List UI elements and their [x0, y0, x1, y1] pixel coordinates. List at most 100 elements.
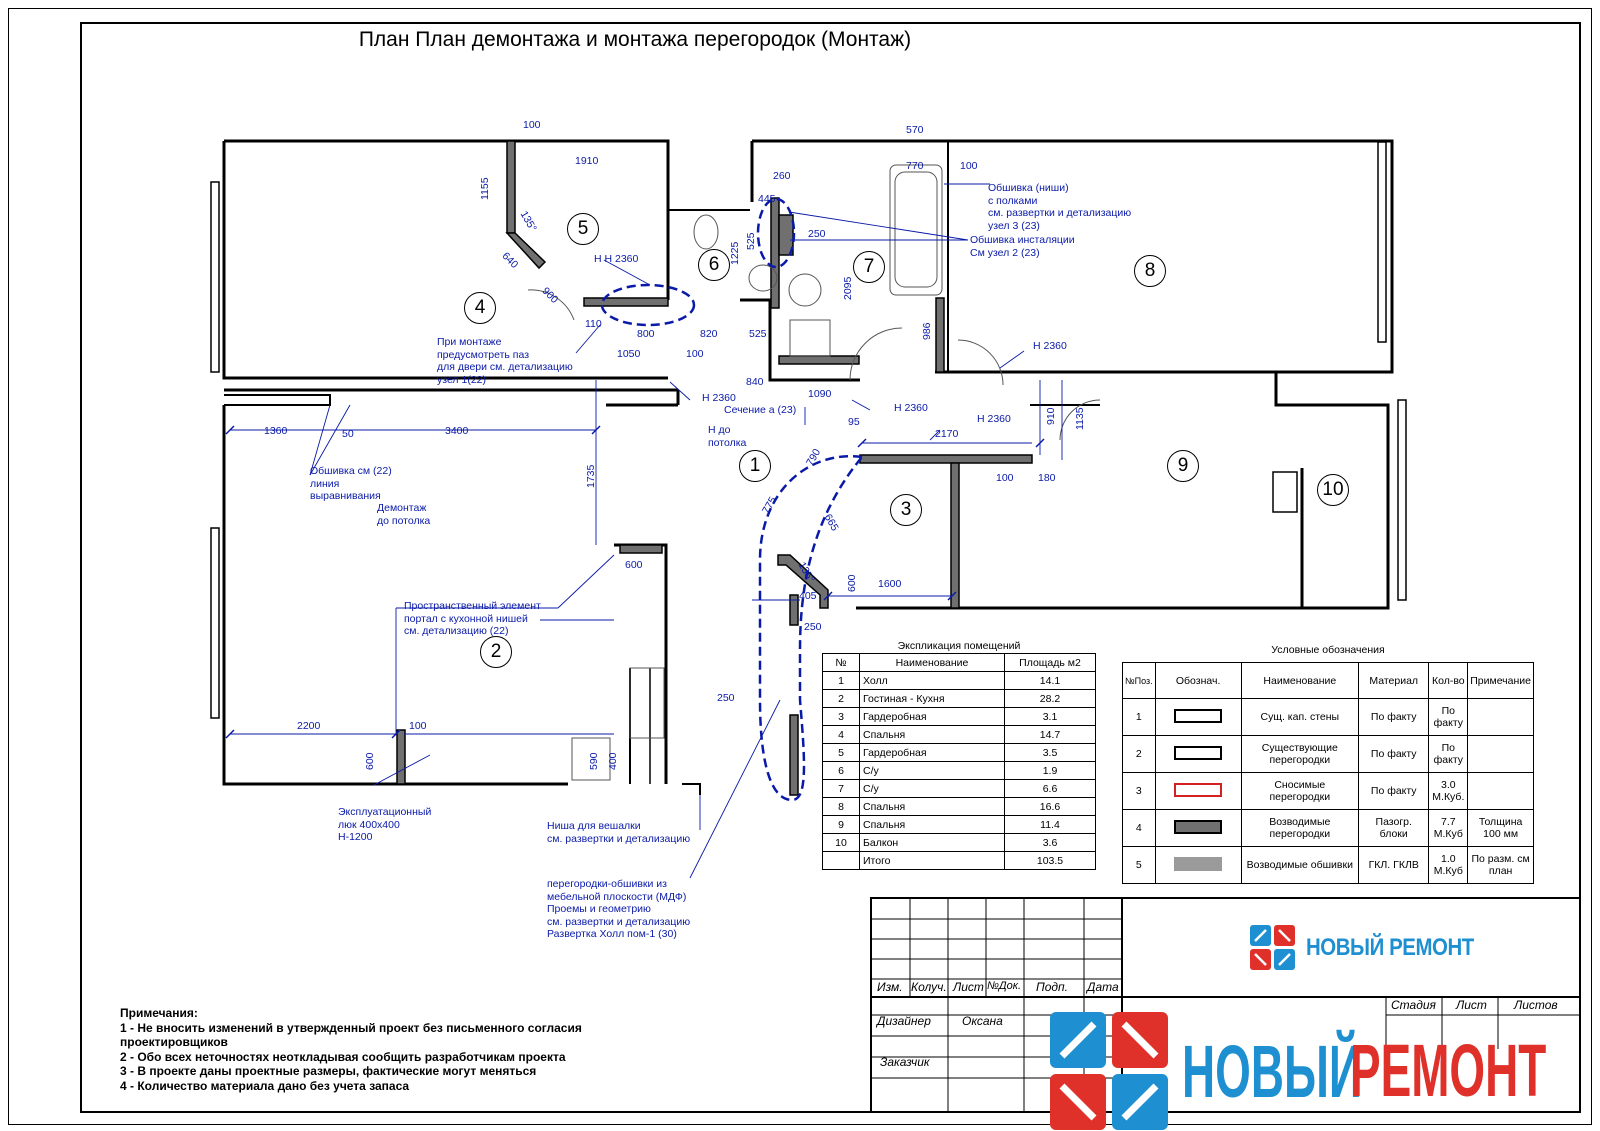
table-cell-area: 14.1 — [1004, 671, 1096, 690]
toilet — [693, 214, 719, 250]
kitchen-sink — [571, 737, 611, 781]
stamp-col-label: Лист — [953, 980, 984, 994]
legend-qty: По факту — [1428, 698, 1469, 736]
dim-label: 95 — [848, 416, 860, 428]
wall — [740, 298, 860, 382]
dim-label: 100 — [960, 160, 978, 172]
room-number-1: 1 — [739, 450, 771, 482]
sheets-label: Листов — [1514, 998, 1558, 1012]
dim-label: 100 — [996, 472, 1014, 484]
new-partition — [950, 462, 960, 609]
column-header: Наименование — [1240, 662, 1360, 699]
legend-pos: 5 — [1122, 846, 1156, 884]
column-header: Материал — [1358, 662, 1430, 699]
table-cell-num: 6 — [822, 761, 860, 780]
alignment-cladding-note: Обшивка см (22)линия выравнивания — [310, 465, 392, 502]
stamp-col-label: Подп. — [1036, 980, 1068, 994]
column-header: Кол-во — [1428, 662, 1469, 699]
legend-material: По факту — [1358, 735, 1430, 773]
brand-logo-icon — [1250, 925, 1295, 970]
dim-label: 820 — [700, 328, 718, 340]
room-number-9: 9 — [1167, 450, 1199, 482]
table-cell-num: 5 — [822, 743, 860, 762]
dim-label: 770 — [906, 160, 924, 172]
table-cell-name: Спальня — [859, 797, 1005, 816]
total-value: 103.5 — [1004, 851, 1096, 870]
legend-name: Возводимые перегородки — [1240, 809, 1360, 847]
room-number-3: 3 — [890, 494, 922, 526]
dim-label: 590 — [588, 752, 600, 770]
wall — [614, 543, 668, 784]
legend-name: Сносимые перегородки — [1240, 772, 1360, 810]
table-cell-area: 3.5 — [1004, 743, 1096, 762]
new-partition — [777, 554, 829, 609]
brand-watermark: НОВЫЙ РЕМОНТ — [1050, 1012, 1546, 1130]
dim-label: 3400 — [445, 425, 469, 437]
legend-swatch-box — [1174, 819, 1223, 834]
new-partition — [789, 594, 799, 626]
legend-note — [1467, 698, 1534, 736]
dim-label: 600 — [625, 559, 643, 571]
note-item: 3 - В проекте даны проектные размеры, фа… — [120, 1064, 537, 1078]
room-number-5: 5 — [567, 213, 599, 245]
new-partition — [506, 140, 516, 234]
stamp-col-label: Колуч. — [911, 980, 947, 994]
table-cell-area: 14.7 — [1004, 725, 1096, 744]
fridge — [629, 667, 665, 739]
table-cell-name: Балкон — [859, 833, 1005, 852]
table-cell-num: 10 — [822, 833, 860, 852]
door-swing — [957, 339, 1004, 386]
dim-label: 110 — [585, 318, 602, 330]
sink — [748, 264, 778, 292]
room-number-6: 6 — [698, 249, 730, 281]
column-header: Примечание — [1467, 662, 1534, 699]
legend-table: Условные обозначения №Поз. Обознач. Наим… — [1122, 638, 1534, 884]
door-swing — [849, 327, 903, 381]
table-cell-name: Спальня — [859, 725, 1005, 744]
designer-name: Оксана — [962, 1014, 1003, 1028]
height-note: Н Н 2360 — [594, 253, 639, 265]
new-partition — [770, 197, 780, 309]
stamp-col-label: Дата — [1087, 980, 1119, 994]
dim-label: 445 — [758, 193, 776, 205]
dim-label: 1225 — [729, 241, 741, 265]
note-item: проектировщиков — [120, 1035, 228, 1049]
table-cell-name: Гардеробная — [859, 707, 1005, 726]
brand-watermark-icon — [1050, 1012, 1168, 1130]
wall — [222, 405, 568, 786]
outer-frame — [8, 8, 1592, 1125]
legend-swatch-box — [1174, 708, 1223, 723]
bathtub-inner — [894, 171, 938, 288]
legend-name: Существующие перегородки — [1240, 735, 1360, 773]
column-header: № — [822, 653, 860, 672]
table-cell-num: 1 — [822, 671, 860, 690]
legend-swatch — [1154, 698, 1242, 736]
table-cell-area: 11.4 — [1004, 815, 1096, 834]
note-item: 4 - Количество материала дано без учета … — [120, 1078, 410, 1093]
table-cell-name: Холл — [859, 671, 1005, 690]
table-cell-name: Гостиная - Кухня — [859, 689, 1005, 708]
dim-label: 2200 — [297, 720, 321, 732]
legend-pos: 4 — [1122, 809, 1156, 847]
table-cell-area: 3.6 — [1004, 833, 1096, 852]
dim-label: 2170 — [935, 428, 959, 440]
sink — [788, 273, 822, 307]
stamp-col-label: Изм. — [877, 980, 903, 994]
table-cell-name: С/у — [859, 761, 1005, 780]
table-cell-area: 28.2 — [1004, 689, 1096, 708]
new-partition — [619, 544, 663, 554]
dim-label: 180 — [1038, 472, 1056, 484]
legend-swatch — [1154, 772, 1242, 810]
wall — [667, 190, 750, 211]
dim-label: 986 — [921, 322, 933, 340]
